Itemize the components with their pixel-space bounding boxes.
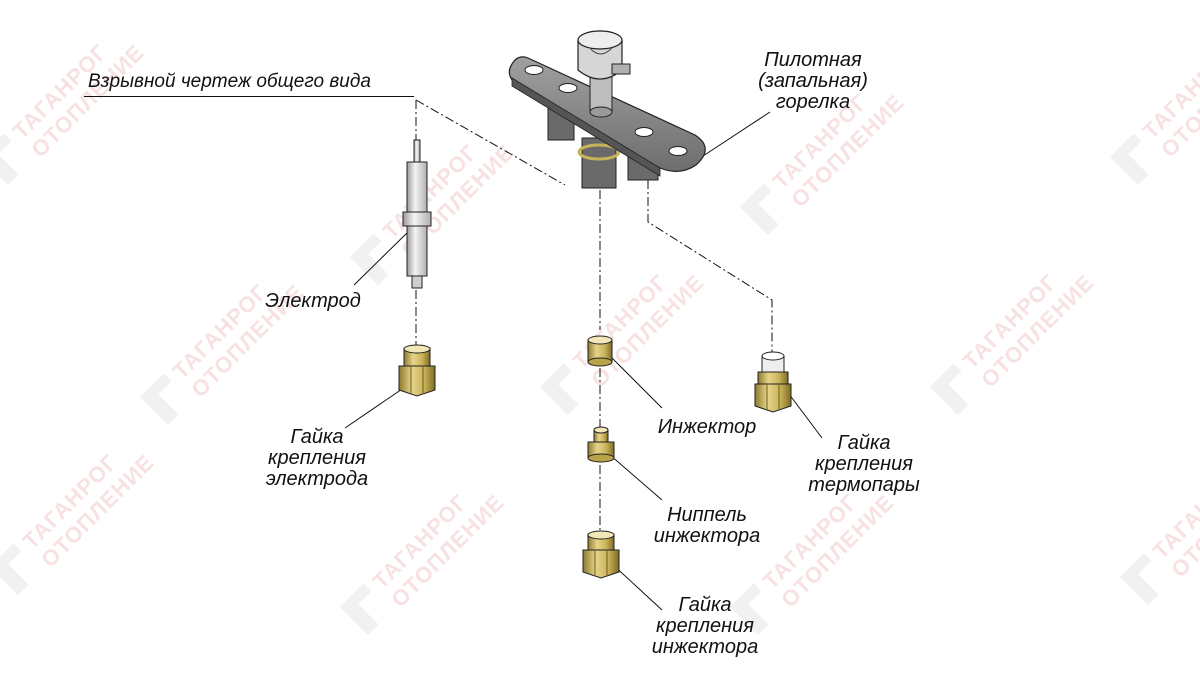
label-electrode-nut: Гайка крепления электрода — [265, 426, 369, 490]
label-pilot-burner: Пилотная (запальная) горелка — [758, 49, 868, 113]
injector-nut-part — [582, 530, 620, 579]
electrode-nut-part — [398, 344, 436, 397]
electrode-leader — [353, 231, 409, 286]
thermocouple-nut-part — [754, 351, 792, 413]
label-thermocouple-nut: Гайка крепления термопары — [808, 432, 920, 496]
title-underline — [84, 96, 414, 97]
injector-leader — [609, 355, 663, 409]
nipple-leader — [609, 454, 663, 501]
pilot-burner-leader — [699, 111, 771, 159]
pilot-burner-part — [508, 30, 706, 189]
electrode-nut-leader — [344, 384, 409, 429]
drawing-title: Взрывной чертеж общего вида — [88, 71, 371, 92]
label-injector: Инжектор — [657, 416, 757, 438]
thermocouple-axis-line — [647, 180, 773, 355]
electrode-top-link-line — [415, 99, 566, 186]
electrode-part — [402, 139, 432, 289]
label-electrode: Электрод — [265, 290, 361, 312]
label-injector-nut: Гайка крепления инжектора — [651, 594, 759, 658]
injector-part — [587, 335, 613, 367]
label-injector-nipple: Ниппель инжектора — [653, 504, 761, 547]
thermocouple-nut-leader — [785, 389, 823, 439]
injector-nipple-part — [587, 426, 615, 463]
